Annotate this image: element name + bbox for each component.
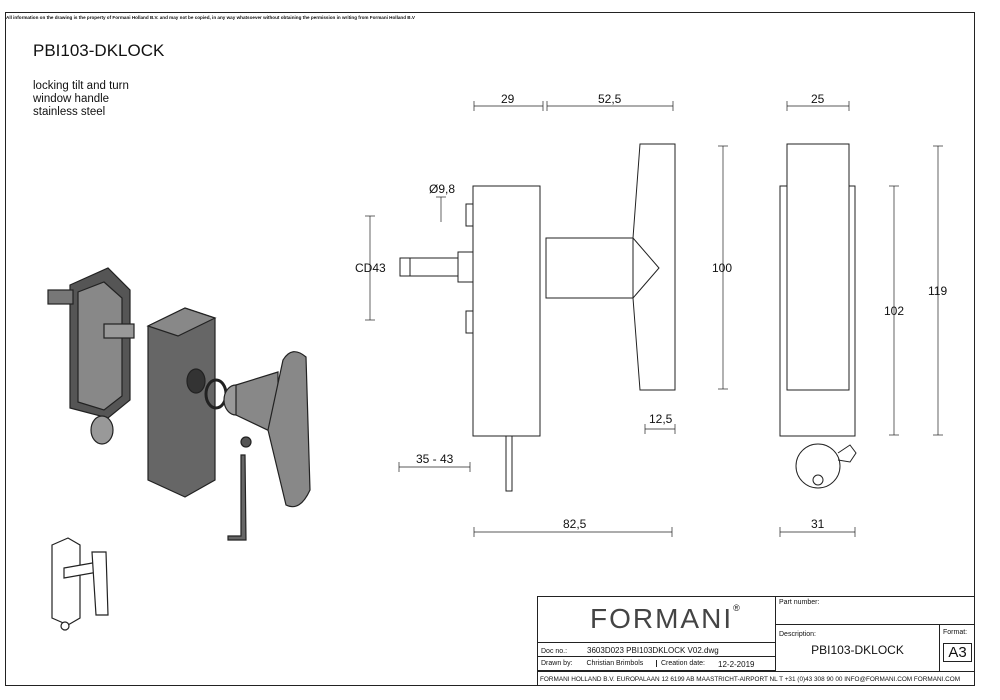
description-cell: Description: PBI103-DKLOCK	[776, 625, 940, 671]
dim-82-5: 82,5	[563, 517, 587, 531]
dim-35-43: 35 - 43	[416, 452, 454, 466]
front-view	[399, 143, 676, 492]
dim-100: 100	[712, 261, 733, 275]
dim-102: 102	[884, 304, 905, 318]
formani-logo: FORMANI	[590, 603, 734, 634]
drawing-frame	[5, 12, 975, 686]
dim-119: 119	[928, 284, 948, 298]
format-value: A3	[943, 643, 972, 662]
dim-cd43: CD43	[355, 261, 386, 275]
registered-mark: ®	[733, 603, 740, 613]
description-line-1: locking tilt and turn	[33, 80, 129, 92]
drawing-title: PBI103-DKLOCK	[33, 41, 165, 60]
description-line-3: stainless steel	[33, 106, 106, 118]
footer-address: FORMANI HOLLAND B.V. EUROPALAAN 12 6199 …	[538, 671, 975, 686]
side-view	[779, 143, 857, 489]
creation-date-label: Creation date:	[656, 660, 705, 667]
description-value: PBI103-DKLOCK	[811, 643, 904, 657]
format-cell: Format: A3	[940, 625, 975, 671]
description-line-2: window handle	[33, 93, 110, 105]
dim-29: 29	[501, 92, 515, 106]
logo-cell: FORMANI®	[538, 597, 776, 643]
dim-25: 25	[811, 92, 825, 106]
dim-12-5: 12,5	[649, 412, 673, 426]
title-block: FORMANI® Part number: Description: PBI10…	[537, 596, 975, 686]
dim-31: 31	[811, 517, 825, 531]
drawn-by-label: Drawn by:	[541, 660, 573, 667]
exploded-view	[47, 267, 311, 631]
dim-diameter-9-8: Ø9,8	[429, 182, 456, 196]
dim-52-5: 52,5	[598, 92, 622, 106]
doc-no-label: Doc no.:	[541, 648, 568, 655]
part-number-cell: Part number:	[776, 597, 975, 625]
part-number-label: Part number:	[779, 599, 820, 606]
creation-date-value: 12-2-2019	[718, 660, 755, 669]
doc-no-value: 3603D023 PBI103DKLOCK V02.dwg	[587, 646, 719, 655]
doc-no-row: Doc no.: 3603D023 PBI103DKLOCK V02.dwg	[538, 643, 776, 657]
dimension-lines	[365, 101, 943, 537]
format-label: Format:	[943, 629, 968, 636]
drawn-by-row: Drawn by: Christian Brimbols Creation da…	[538, 657, 776, 671]
description-label: Description:	[779, 631, 816, 638]
copyright-notice: All information on the drawing is the pr…	[6, 15, 415, 20]
drawn-by-value: Christian Brimbols	[586, 660, 644, 667]
